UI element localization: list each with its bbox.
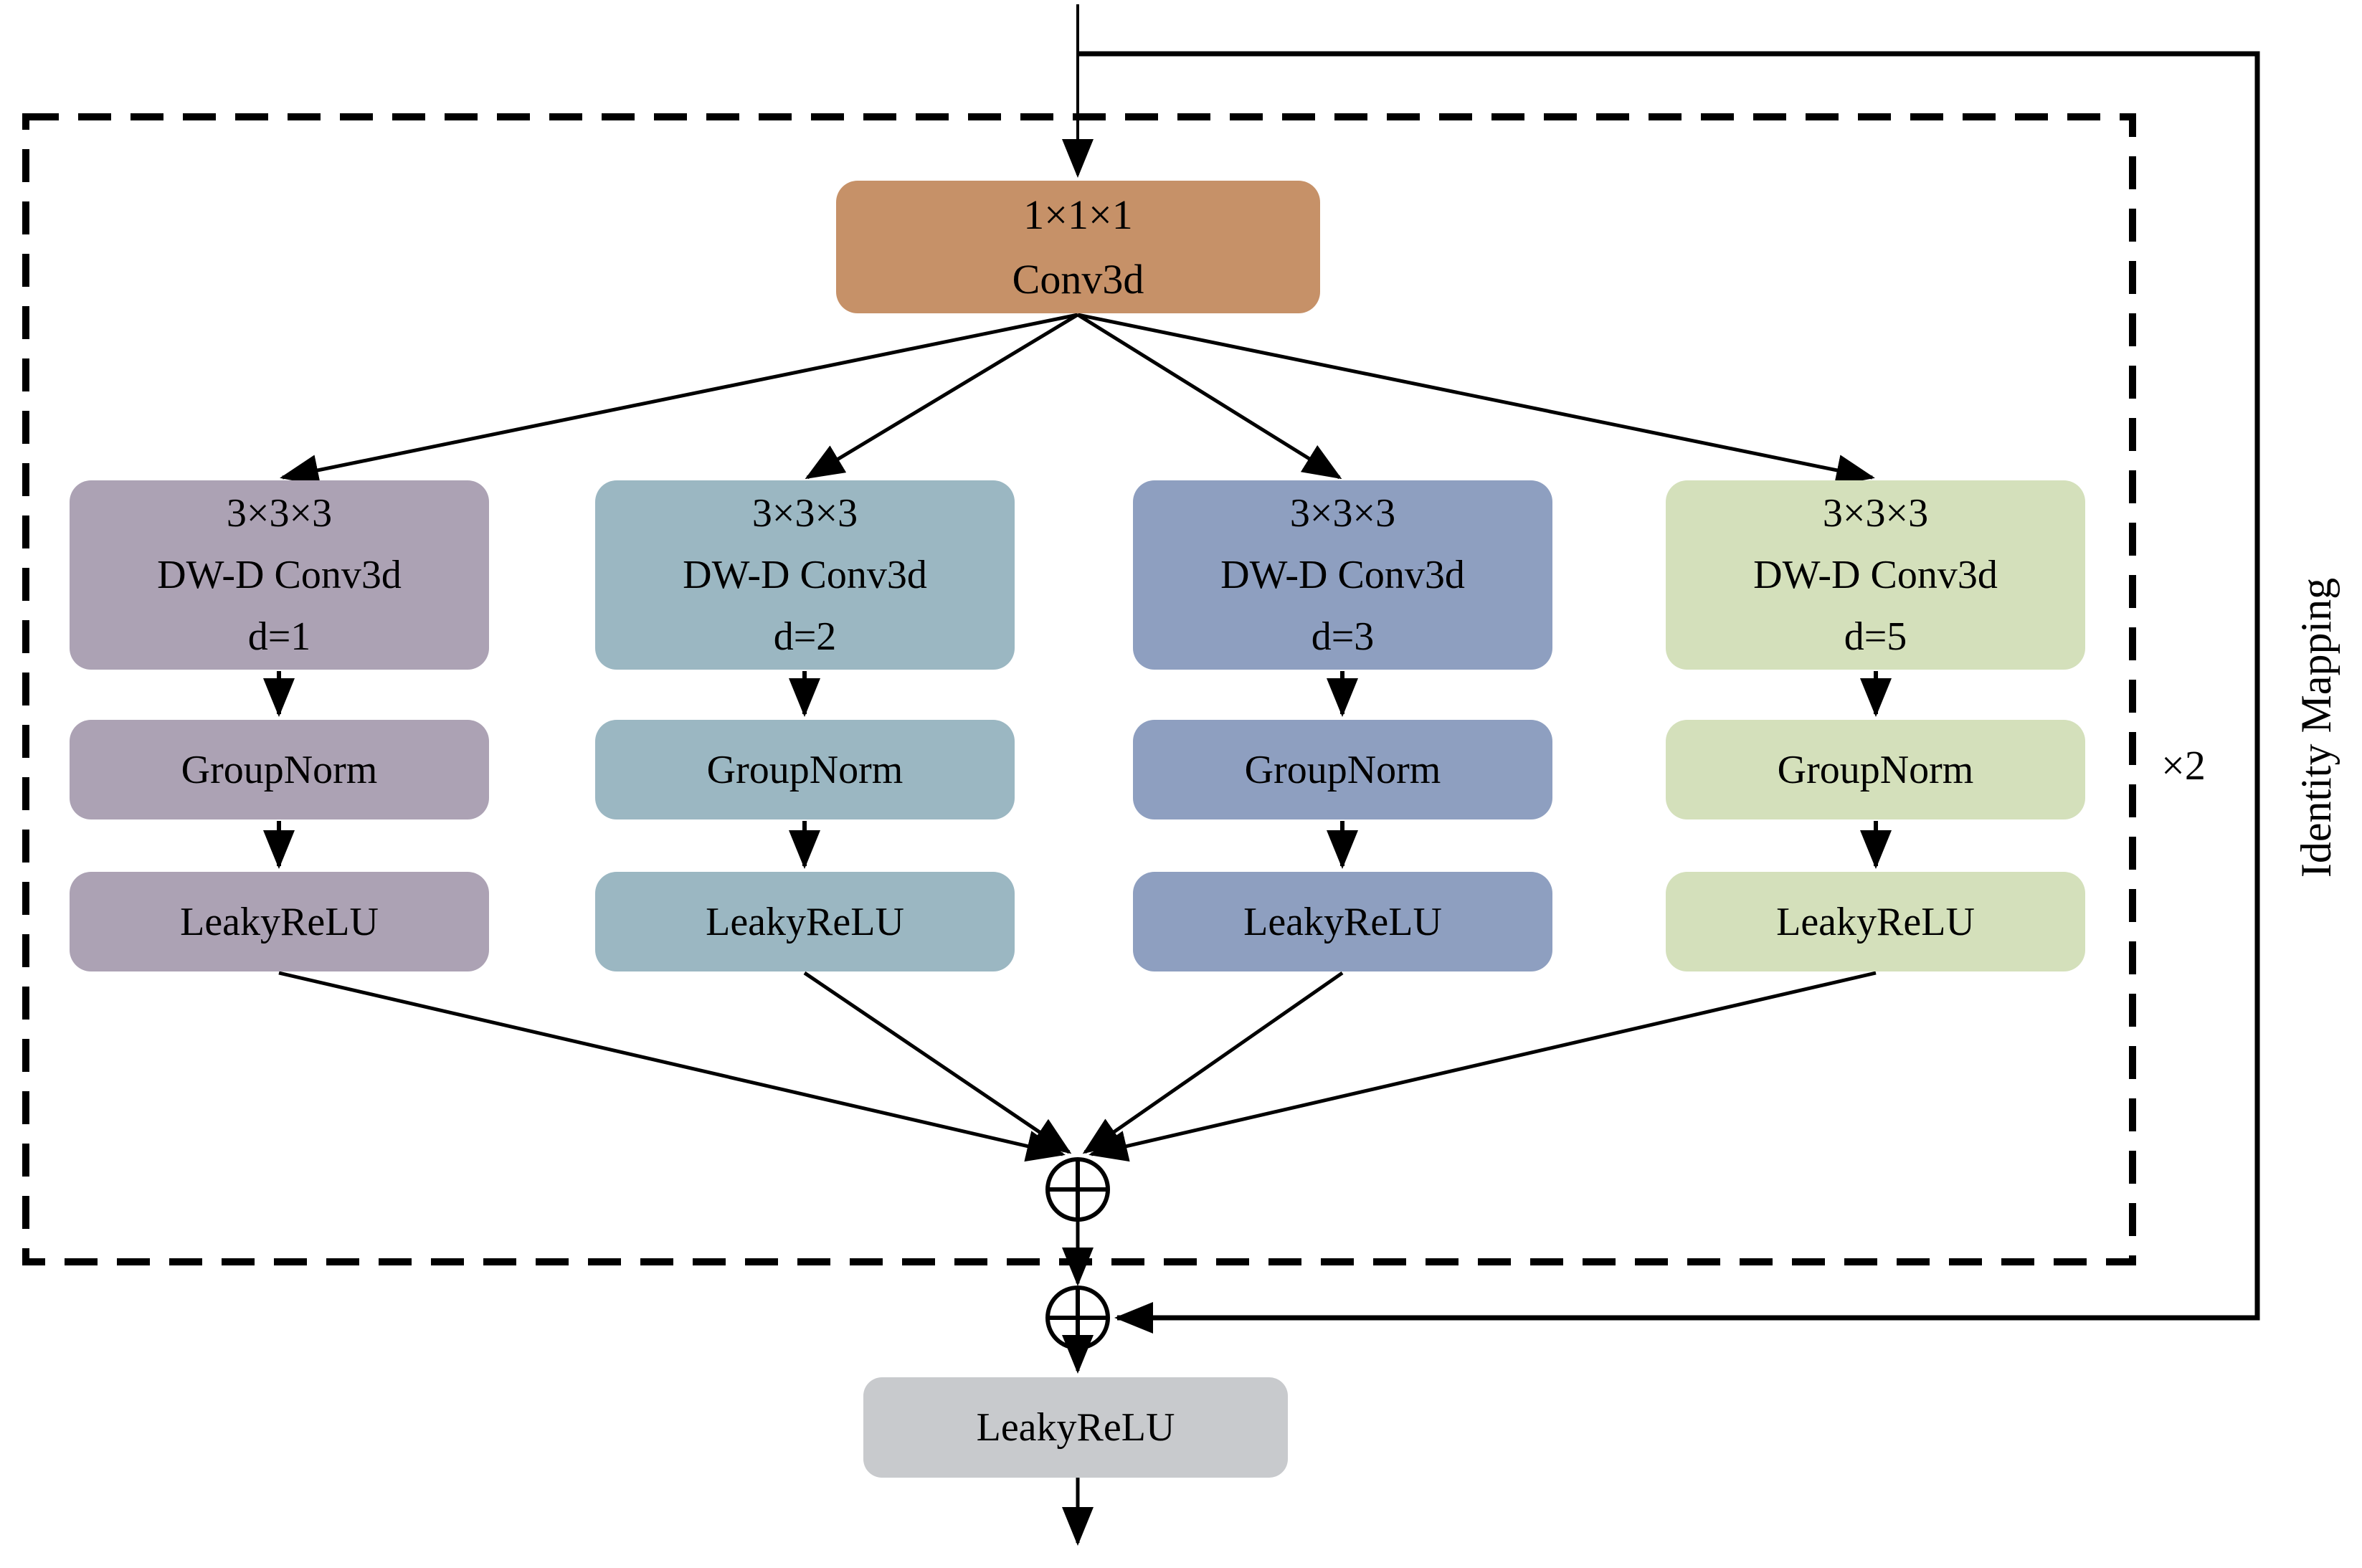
branch2-norm-label: GroupNorm xyxy=(706,747,903,792)
fanout-arrows xyxy=(280,313,1875,486)
branch2-conv-block: 3×3×3 DW-D Conv3d d=2 xyxy=(595,480,1015,670)
branch3-op-label: DW-D Conv3d xyxy=(1220,553,1465,597)
branch4-norm-label: GroupNorm xyxy=(1777,747,1974,792)
fanin-arrow-branch-4 xyxy=(1088,971,1877,1162)
fanin-arrows xyxy=(278,971,1877,1162)
branch1-kernel-label: 3×3×3 xyxy=(226,491,333,536)
branch1-norm-label: GroupNorm xyxy=(181,747,378,792)
branch3-groupnorm-block: GroupNorm xyxy=(1133,720,1552,819)
branch4-groupnorm-block: GroupNorm xyxy=(1666,720,2085,819)
branch3-conv-block: 3×3×3 DW-D Conv3d d=3 xyxy=(1133,480,1552,670)
branch2-dilation-label: d=2 xyxy=(773,614,837,659)
input-conv-op-label: Conv3d xyxy=(1012,255,1144,303)
sum-node-1 xyxy=(1045,1157,1110,1222)
fanin-arrow-branch-1 xyxy=(278,971,1066,1162)
identity-mapping-line xyxy=(1078,51,2260,1334)
sum-node-2 xyxy=(1045,1286,1110,1350)
branch4-dilation-label: d=5 xyxy=(1844,614,1907,659)
branch1-op-label: DW-D Conv3d xyxy=(157,553,402,597)
branch4-activation-block: LeakyReLU xyxy=(1666,872,2085,971)
identity-mapping-label: Identity Mapping xyxy=(2292,577,2340,878)
output-activation-block: LeakyReLU xyxy=(863,1377,1288,1478)
branch-arrows xyxy=(263,671,1892,869)
branch1-dilation-label: d=1 xyxy=(247,614,311,659)
branch2-kernel-label: 3×3×3 xyxy=(751,491,858,536)
branch1-groupnorm-block: GroupNorm xyxy=(70,720,489,819)
fanout-arrow-branch-3 xyxy=(1076,313,1342,480)
fanout-arrow-branch-2 xyxy=(805,313,1079,480)
branch1-activation-label: LeakyReLU xyxy=(180,899,379,944)
branch3-kernel-label: 3×3×3 xyxy=(1289,491,1396,536)
branch3-activation-block: LeakyReLU xyxy=(1133,872,1552,971)
fanout-arrow-branch-1 xyxy=(280,313,1078,486)
branch1-activation-block: LeakyReLU xyxy=(70,872,489,971)
branch4-kernel-label: 3×3×3 xyxy=(1822,491,1929,536)
output-activation-label: LeakyReLU xyxy=(976,1405,1175,1450)
branch2-groupnorm-block: GroupNorm xyxy=(595,720,1015,819)
branch1-conv-block: 3×3×3 DW-D Conv3d d=1 xyxy=(70,480,489,670)
fanin-arrow-branch-2 xyxy=(803,971,1072,1154)
fanout-arrow-branch-4 xyxy=(1077,313,1875,486)
branch3-norm-label: GroupNorm xyxy=(1244,747,1441,792)
branch4-conv-block: 3×3×3 DW-D Conv3d d=5 xyxy=(1666,480,2085,670)
branch4-op-label: DW-D Conv3d xyxy=(1753,553,1998,597)
branch2-op-label: DW-D Conv3d xyxy=(683,553,927,597)
fanin-arrow-branch-3 xyxy=(1082,971,1344,1154)
branch2-activation-label: LeakyReLU xyxy=(706,899,904,944)
input-conv-kernel-label: 1×1×1 xyxy=(1023,191,1133,238)
branch3-dilation-label: d=3 xyxy=(1311,614,1375,659)
repeat-count-label: ×2 xyxy=(2161,742,2206,789)
branch4-activation-label: LeakyReLU xyxy=(1776,899,1975,944)
branch2-activation-block: LeakyReLU xyxy=(595,872,1015,971)
input-conv-block: 1×1×1 Conv3d xyxy=(836,181,1320,313)
branch3-activation-label: LeakyReLU xyxy=(1243,899,1442,944)
